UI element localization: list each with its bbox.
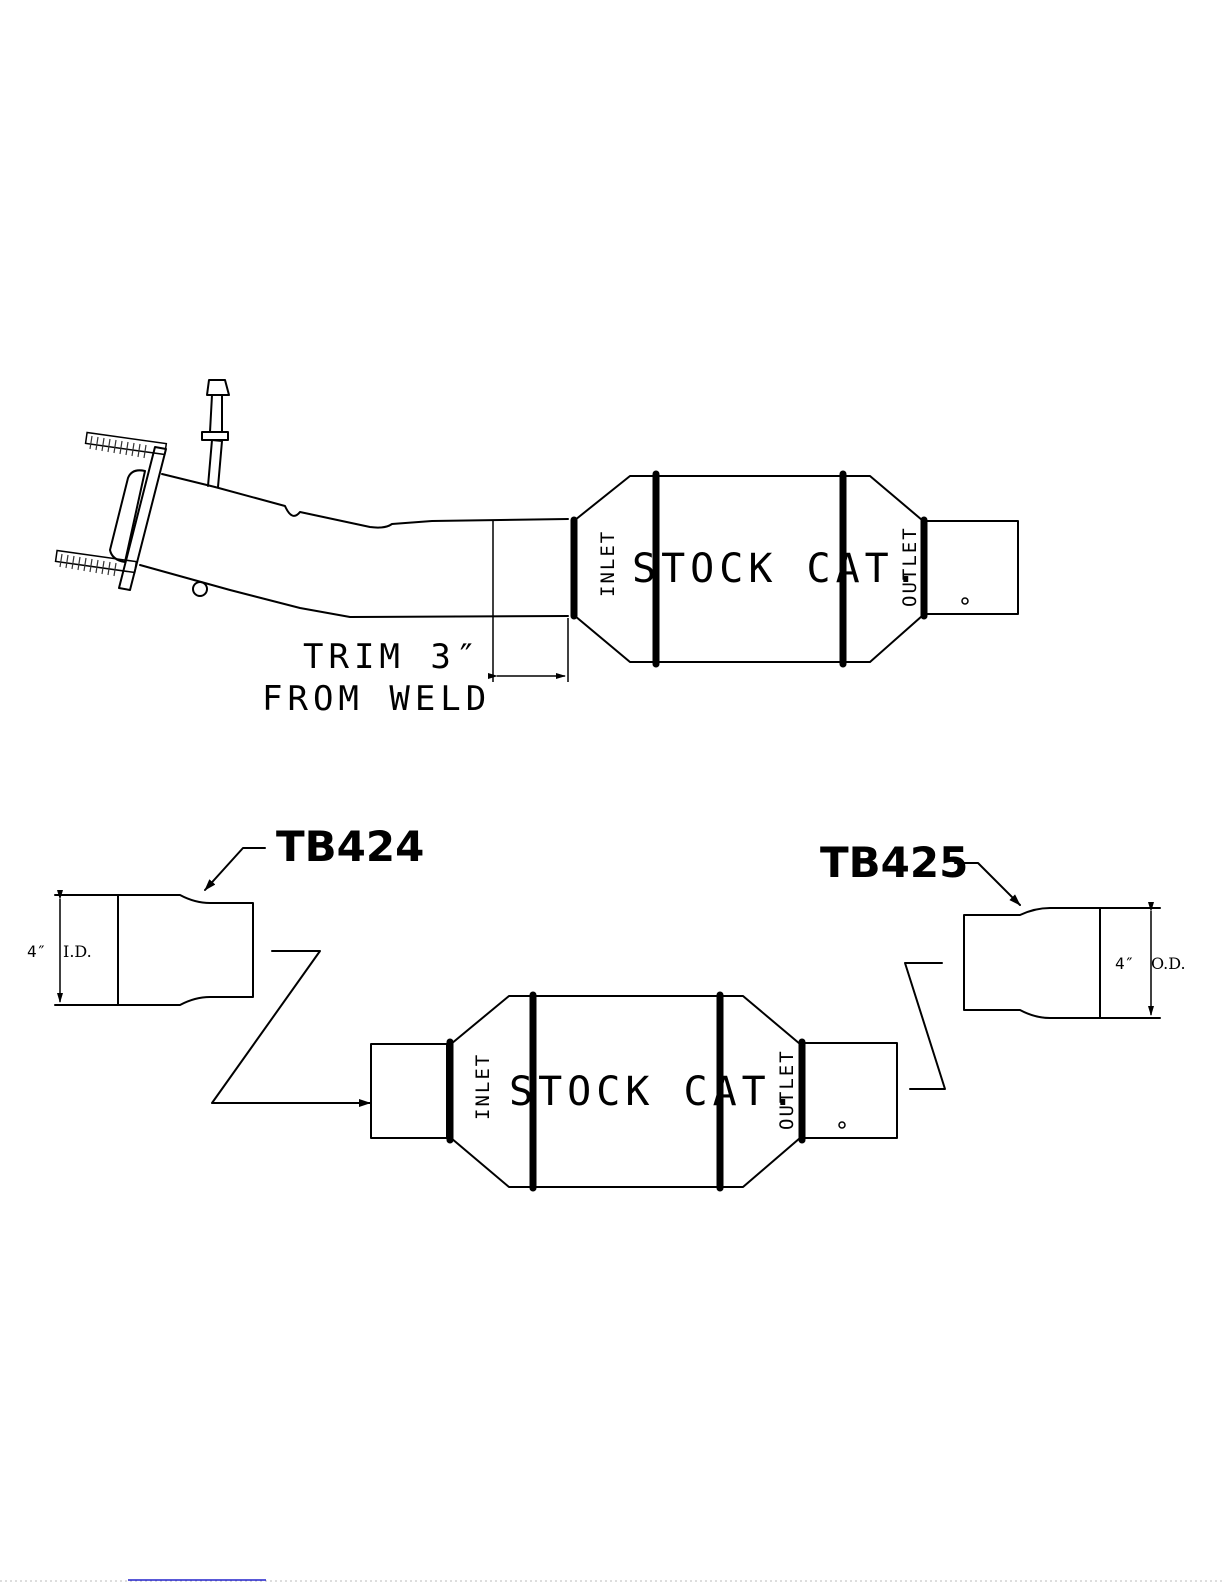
cat-label: STOCK CAT.: [632, 546, 923, 592]
inlet-label: INLET: [597, 530, 619, 597]
flange-stud-lower: [56, 550, 137, 576]
tb425-dim-type: O.D.: [1151, 954, 1186, 973]
tb424-leader: [205, 848, 265, 890]
outlet-pipe: [804, 1043, 897, 1138]
inlet-pipe: [371, 1044, 447, 1138]
tb424-part-number: TB424: [276, 822, 424, 871]
tb424-dim-type: I.D.: [63, 942, 92, 961]
outlet-label: OUTLET: [899, 526, 921, 607]
tb425-reducer: 4″ O.D.: [964, 908, 1186, 1018]
weld-nub: [193, 582, 207, 596]
top-assembly-view: TRIM 3″ FROM WELD STOCK CAT. INLET OUTLE…: [56, 380, 1018, 719]
o2-sensor-bung: [202, 380, 229, 487]
tb425-part-number: TB425: [820, 838, 968, 887]
pipe-lower-edge: [140, 565, 568, 617]
o2-port-dot: [839, 1122, 845, 1128]
cat-label: STOCK CAT.: [509, 1069, 800, 1115]
pipe-upper-edge: [162, 474, 568, 528]
trim-note-line2: FROM WELD: [262, 679, 491, 719]
tb425-install-line: [905, 963, 945, 1089]
outlet-pipe: [926, 521, 1018, 614]
bottom-assembly-view: 4″ I.D. TB424 STOCK CAT. INLET OUTLET 4″…: [27, 822, 1186, 1188]
inlet-label: INLET: [472, 1053, 494, 1120]
tb424-install-arrow: [212, 951, 370, 1103]
tb424-reducer: 4″ I.D.: [27, 895, 253, 1005]
tb425-dim-value: 4″: [1115, 954, 1134, 973]
trim-note-line1: TRIM 3″: [303, 637, 481, 677]
tb424-dim-value: 4″: [27, 942, 46, 961]
o2-port-dot: [962, 598, 968, 604]
outlet-label: OUTLET: [776, 1049, 798, 1130]
